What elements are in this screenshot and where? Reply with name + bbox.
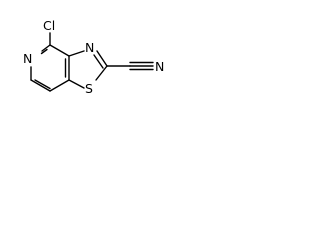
bond-c2-s1 — [95, 65, 108, 81]
bond-s1-c7a — [68, 79, 85, 89]
bond-c6-c7-double — [34, 79, 51, 90]
bond-c6-c7 — [30, 79, 51, 92]
atom-thiazole-nitrogen: N — [85, 40, 94, 55]
atom-chlorine: Cl — [43, 18, 55, 33]
atom-sulfur: S — [85, 81, 93, 96]
bonds — [30, 32, 154, 92]
atom-pyridine-nitrogen: N — [23, 51, 32, 66]
atom-nitrile-nitrogen: N — [155, 59, 164, 74]
bond-n3-c2-double — [93, 54, 104, 69]
bond-c3a-n3 — [68, 50, 85, 57]
bond-c3a-c4 — [49, 44, 70, 57]
bond-c4-n5-double — [40, 48, 48, 55]
bond-c4-n5 — [41, 44, 51, 52]
atom-labels: Cl N N S N — [23, 18, 164, 96]
bond-n3-c2 — [96, 50, 108, 67]
molecular-structure: Cl N N S N — [23, 18, 164, 96]
bond-c7-c7a — [49, 79, 70, 92]
